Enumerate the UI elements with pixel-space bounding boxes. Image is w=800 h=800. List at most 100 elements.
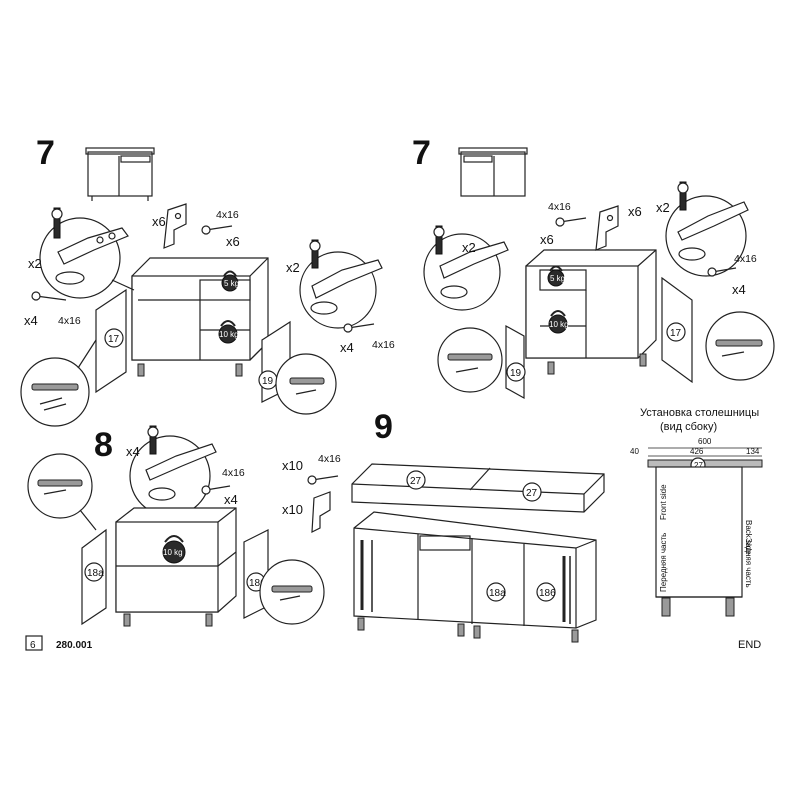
screw-icon — [707, 267, 737, 277]
door-panel-17: 17 — [95, 288, 127, 394]
kettlebell-weight-icon: 10 kg — [548, 310, 569, 334]
handle-icon — [37, 479, 83, 487]
svg-text:x2: x2 — [656, 200, 670, 215]
svg-text:4x16: 4x16 — [372, 339, 395, 351]
screw-icon — [307, 475, 339, 485]
svg-text:x2: x2 — [462, 240, 476, 255]
cabinet-body — [115, 507, 237, 627]
svg-text:4x16: 4x16 — [318, 453, 341, 465]
kettlebell-weight-icon: 10 kg — [218, 320, 239, 344]
svg-text:134: 134 — [746, 447, 760, 456]
qty-x6: x6 — [152, 214, 166, 229]
door-panel-17: 17 — [661, 276, 693, 384]
svg-text:x10: x10 — [282, 458, 303, 473]
step-number-7-right: 7 — [412, 134, 431, 172]
qty-x2: x2 — [28, 256, 42, 271]
svg-text:19: 19 — [262, 376, 274, 387]
screw-icon — [31, 291, 67, 301]
svg-text:Задняя часть: Задняя часть — [744, 538, 753, 588]
svg-text:27: 27 — [694, 461, 703, 470]
handle-callout — [20, 339, 97, 427]
svg-text:Front side: Front side — [659, 484, 668, 520]
svg-text:x2: x2 — [286, 260, 300, 275]
svg-text:19: 19 — [510, 368, 522, 379]
screwdriver-icon — [435, 225, 443, 255]
svg-text:27: 27 — [410, 476, 422, 487]
bracket-icon — [311, 491, 331, 534]
screwdriver-icon — [679, 181, 687, 211]
svg-text:10 kg: 10 kg — [163, 548, 183, 557]
svg-text:600: 600 — [698, 437, 712, 446]
thumbnail-cabinet-icon — [458, 147, 528, 197]
svg-text:Передняя часть: Передняя часть — [659, 533, 668, 592]
cabinet-body — [131, 257, 269, 377]
handle-icon — [447, 353, 493, 361]
qty-x4: x4 — [24, 313, 38, 328]
step7-right-panel: 7 5 kg 10 kg — [412, 134, 775, 400]
kettlebell-weight-icon: 5 kg — [221, 270, 239, 292]
document-code: 280.001 — [56, 640, 93, 651]
svg-text:10 kg: 10 kg — [219, 330, 239, 339]
svg-text:18a: 18a — [489, 588, 506, 599]
handle-icon — [31, 383, 79, 391]
screw-icon — [201, 225, 233, 235]
step8-panel: 8 x4 4x16 x4 10 kg — [27, 425, 325, 627]
svg-text:17: 17 — [670, 328, 682, 339]
step-number-9: 9 — [374, 408, 393, 446]
bracket-icon — [163, 203, 187, 249]
hinge-callout — [129, 425, 217, 517]
side-view-subtitle: (вид сбоку) — [660, 421, 717, 433]
svg-text:4x16: 4x16 — [734, 253, 757, 265]
svg-text:27: 27 — [526, 488, 538, 499]
screwdriver-icon — [53, 207, 61, 239]
side-view-title: Установка столешницы — [640, 407, 759, 419]
door-panel-19: 19 — [505, 324, 526, 400]
svg-text:Back side: Back side — [744, 520, 753, 555]
handle-callout — [275, 353, 337, 415]
door-panel-18a: 18a — [81, 528, 107, 626]
svg-text:4x16: 4x16 — [548, 201, 571, 213]
end-label: END — [738, 639, 761, 651]
svg-text:x4: x4 — [340, 340, 354, 355]
step-number-7-left: 7 — [36, 134, 55, 172]
countertop-slab: 27 27 — [351, 463, 605, 513]
hinge-callout-right — [665, 181, 749, 277]
handle-callout — [437, 327, 503, 393]
hinge-callout-left — [423, 225, 509, 311]
svg-text:4x16: 4x16 — [216, 209, 239, 221]
step-number-8: 8 — [94, 426, 113, 464]
svg-text:x4: x4 — [732, 282, 746, 297]
svg-text:186: 186 — [539, 588, 556, 599]
svg-text:186: 186 — [249, 578, 266, 589]
kettlebell-weight-icon: 10 kg — [162, 535, 186, 564]
hinge-callout-right — [299, 239, 383, 329]
svg-text:x4: x4 — [126, 444, 140, 459]
kettlebell-weight-icon: 5 kg — [547, 265, 565, 287]
page-footer: 6 280.001 END — [25, 635, 761, 651]
svg-text:10 kg: 10 kg — [549, 320, 569, 329]
cabinet-row: 18a 186 — [353, 511, 597, 643]
screwdriver-icon — [311, 239, 319, 269]
screw-size: 4x16 — [58, 315, 81, 327]
screw-icon — [555, 217, 587, 227]
screwdriver-icon — [149, 425, 157, 455]
step7-left-panel: 7 5 kg — [20, 134, 395, 427]
svg-text:5 kg: 5 kg — [224, 279, 239, 288]
screw-icon — [201, 485, 231, 495]
countertop-side-view-panel: Установка столешницы (вид сбоку) 600 40 … — [630, 407, 763, 617]
svg-text:x10: x10 — [282, 502, 303, 517]
cabinet-body — [525, 249, 657, 375]
page-number: 6 — [30, 640, 36, 651]
step9-panel: 9 x10 4x16 x10 27 27 — [282, 408, 605, 643]
svg-text:18a: 18a — [87, 568, 104, 579]
handle-callout — [705, 311, 775, 381]
handle-icon — [715, 339, 763, 347]
screw-icon — [343, 323, 375, 333]
svg-text:4x16: 4x16 — [222, 467, 245, 479]
svg-text:17: 17 — [108, 334, 120, 345]
svg-text:5 kg: 5 kg — [550, 274, 565, 283]
handle-callout — [259, 559, 325, 625]
svg-text:426: 426 — [690, 447, 704, 456]
